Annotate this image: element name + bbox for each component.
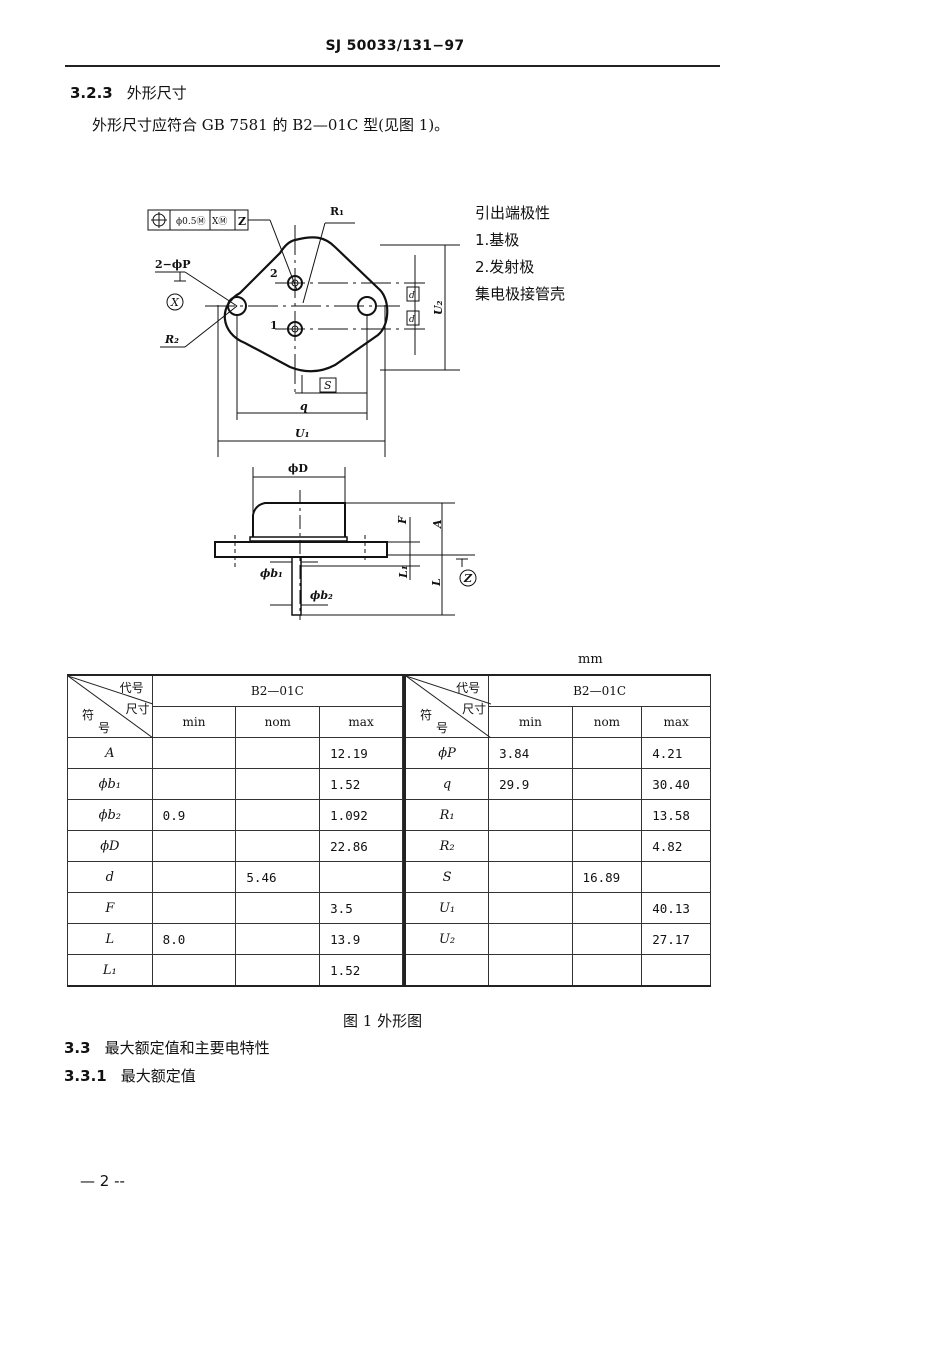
legend-item-collector: 集电极接管壳: [475, 285, 566, 303]
section-title: 外形尺寸: [126, 84, 187, 102]
section-title: 最大额定值: [120, 1067, 196, 1085]
svg-text:2−ϕP: 2−ϕP: [155, 258, 191, 271]
col-header-nom: nom: [235, 706, 321, 738]
corner-diagonal-lines: [68, 676, 153, 738]
svg-text:1: 1: [270, 319, 278, 332]
legend-item-emitter: 2.发射极: [475, 258, 535, 276]
svg-text:q: q: [300, 400, 308, 413]
section-number: 3.3: [64, 1039, 91, 1057]
col-header-min: min: [488, 706, 573, 738]
svg-text:R₁: R₁: [330, 205, 344, 218]
table-row: [403, 954, 711, 987]
section-3-2-3-paragraph: 外形尺寸应符合 GB 7581 的 B2—01C 型(见图 1)。: [92, 116, 450, 134]
document-code-header: SJ 50033/131−97: [325, 38, 465, 54]
table-corner-header: 代号 尺寸 符 号: [403, 674, 491, 738]
svg-text:R₂: R₂: [164, 333, 179, 346]
svg-text:Z: Z: [238, 215, 246, 228]
page-number: — 2 --: [80, 1172, 125, 1190]
svg-text:X: X: [170, 296, 180, 309]
svg-text:ϕb₂: ϕb₂: [310, 589, 333, 602]
svg-text:L: L: [430, 578, 443, 587]
section-3-3-heading: 3.3 最大额定值和主要电特性: [64, 1037, 270, 1058]
table-corner-header: 代号 尺寸 符 号: [67, 674, 153, 738]
section-title: 最大额定值和主要电特性: [104, 1039, 270, 1057]
pin-polarity-legend: 引出端极性 1.基极 2.发射极 集电极接管壳: [475, 200, 565, 308]
section-number: 3.3.1: [64, 1067, 107, 1085]
svg-text:d: d: [409, 315, 415, 325]
legend-title: 引出端极性: [475, 204, 551, 222]
figure-caption: 图 1 外形图: [343, 1012, 423, 1030]
section-number: 3.2.3: [70, 84, 113, 102]
svg-text:ϕb₁: ϕb₁: [260, 567, 283, 580]
svg-text:Z: Z: [463, 572, 473, 585]
section-3-3-1-heading: 3.3.1 最大额定值: [64, 1065, 196, 1086]
table-unit-label: mm: [578, 652, 603, 667]
section-3-2-3-heading: 3.2.3 外形尺寸: [70, 82, 187, 103]
col-header-nom: nom: [571, 706, 643, 738]
svg-text:U₁: U₁: [295, 427, 309, 440]
svg-text:U₂: U₂: [432, 300, 445, 315]
table-group-header: B2—01C: [488, 674, 711, 707]
table-group-header: B2—01C: [151, 674, 404, 707]
svg-text:d: d: [409, 291, 415, 301]
svg-text:S: S: [324, 379, 332, 392]
legend-item-base: 1.基极: [475, 231, 520, 249]
col-header-max: max: [641, 706, 711, 738]
package-top-view-drawing: ϕ0.5Ⓜ XⓂ Z R₁ 2−ϕP X R₂ 2 1 S q U₁ U₂ d …: [147, 205, 460, 457]
header-rule: [65, 65, 720, 67]
corner-diagonal-lines: [406, 676, 491, 738]
svg-text:XⓂ: XⓂ: [212, 216, 227, 227]
svg-text:2: 2: [270, 267, 278, 280]
col-header-max: max: [319, 706, 403, 738]
tol-frame-phi: ϕ0.5Ⓜ: [176, 216, 205, 227]
svg-text:F: F: [396, 515, 409, 525]
svg-text:ϕD: ϕD: [288, 462, 308, 475]
svg-text:A: A: [431, 519, 444, 529]
col-header-min: min: [151, 706, 237, 738]
package-side-view-drawing: ϕD F A L₁ L Z ϕb₁ ϕb₂: [214, 462, 477, 620]
svg-text:L₁: L₁: [397, 565, 410, 579]
